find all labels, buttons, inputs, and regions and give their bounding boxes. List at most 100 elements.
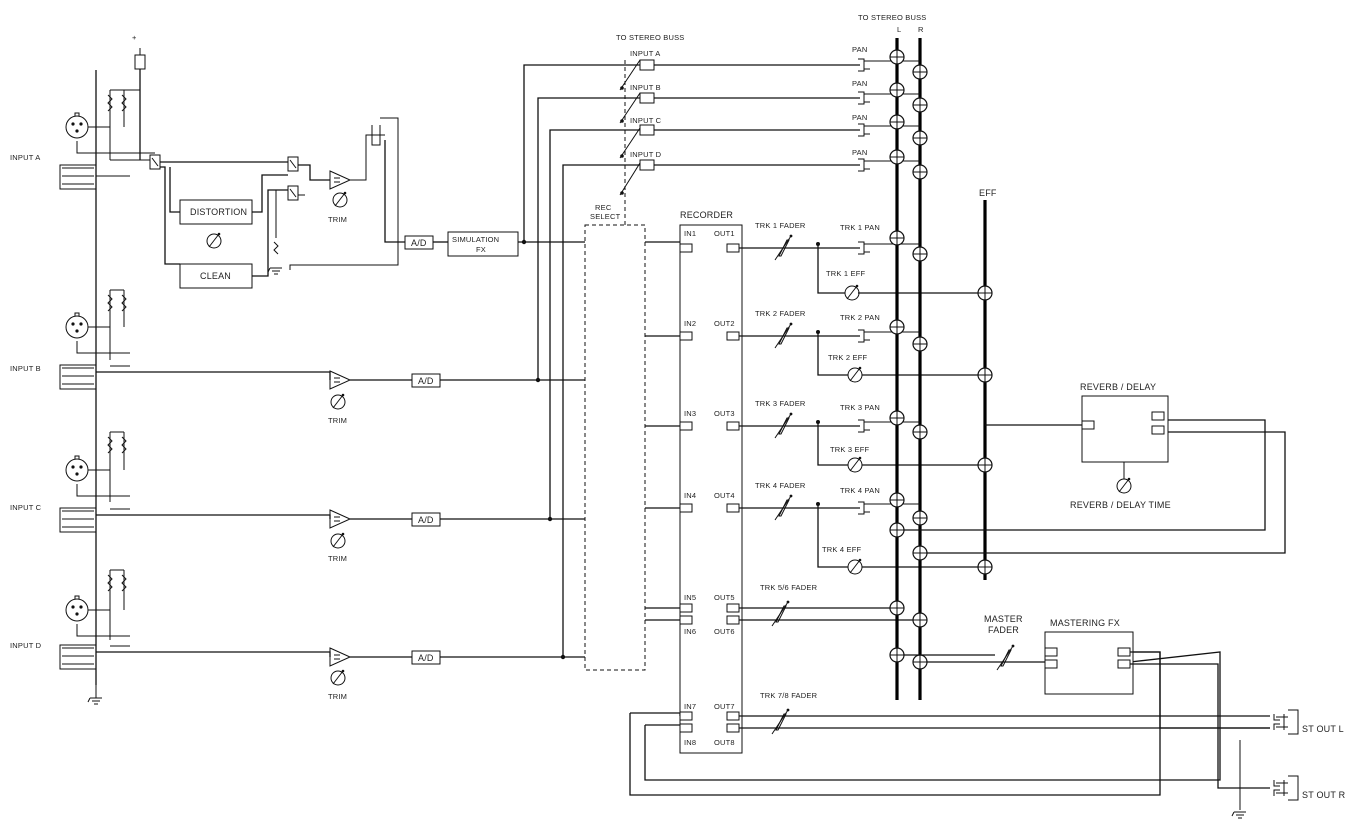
clean-block	[179, 263, 253, 289]
trim-b-label: TRIM	[328, 416, 347, 425]
trk56-fader-icon	[771, 600, 790, 627]
out2-label: OUT2	[714, 319, 735, 328]
input-d-label: INPUT D	[10, 641, 42, 650]
distortion-knob-icon	[206, 232, 222, 249]
master-section: MASTER FADER MASTERING FX	[984, 614, 1270, 789]
ad-a-label: A/D	[411, 238, 427, 248]
out6-label: OUT6	[714, 627, 735, 636]
trk2-pan-label: TRK 2 PAN	[840, 313, 880, 322]
trim-amp-a-icon	[329, 170, 351, 190]
distortion-label: DISTORTION	[190, 207, 247, 217]
pan-c-label: PAN	[852, 113, 867, 122]
trim-c-label: TRIM	[328, 554, 347, 563]
trim-knob-c-icon	[330, 532, 346, 549]
trk4-pan-label: TRK 4 PAN	[840, 486, 880, 495]
out4-label: OUT4	[714, 491, 735, 500]
in8-label: IN8	[684, 738, 696, 747]
trim-amp-b-icon	[329, 370, 351, 390]
stereo-buss: TO STEREO BUSS L R EFF	[858, 13, 1286, 700]
master-fader-line2: FADER	[988, 625, 1019, 635]
trk56-fader-label: TRK 5/6 FADER	[760, 583, 818, 592]
trk4-fader-label: TRK 4 FADER	[755, 481, 806, 490]
trk3-pan-label: TRK 3 PAN	[840, 403, 880, 412]
out3-label: OUT3	[714, 409, 735, 418]
trk1-fader-icon	[774, 234, 793, 261]
out1-label: OUT1	[714, 229, 735, 238]
trim-d-label: TRIM	[328, 692, 347, 701]
recorder-label: RECORDER	[680, 210, 733, 220]
in1-label: IN1	[684, 229, 696, 238]
recorder-box	[679, 224, 743, 754]
ad-c-label: A/D	[418, 515, 434, 525]
recorder: RECORDER IN1 IN2 IN3 IN4 IN5 IN6 IN7 IN8…	[679, 210, 743, 754]
rec-select-box	[584, 224, 646, 671]
trk3-eff-label: TRK 3 EFF	[830, 445, 870, 454]
xlr-input-d-icon	[65, 595, 89, 622]
rec-select-line2: SELECT	[590, 212, 621, 221]
trim-a-label: TRIM	[328, 215, 347, 224]
reverb-delay-time-label: REVERB / DELAY TIME	[1070, 500, 1171, 510]
out7-label: OUT7	[714, 702, 735, 711]
distortion-block	[179, 199, 253, 225]
to-stereo-buss-top-label: TO STEREO BUSS	[858, 13, 927, 22]
trk1-pan-label: TRK 1 PAN	[840, 223, 880, 232]
trk2-eff-label: TRK 2 EFF	[828, 353, 868, 362]
trim-knob-d-icon	[330, 669, 346, 686]
xlr-input-b-icon	[65, 312, 89, 339]
xlr-input-c-icon	[65, 455, 89, 482]
st-out-r-jack-icon	[1273, 775, 1299, 801]
mastering-fx-label: MASTERING FX	[1050, 618, 1120, 628]
in3-label: IN3	[684, 409, 696, 418]
eff-label: EFF	[979, 188, 997, 198]
simulation-fx-line2: FX	[476, 245, 486, 254]
pan-d-label: PAN	[852, 148, 867, 157]
sel-input-d-label: INPUT D	[630, 150, 662, 159]
trk1-eff-label: TRK 1 EFF	[826, 269, 866, 278]
input-b-label: INPUT B	[10, 364, 41, 373]
trim-amp-c-icon	[329, 509, 351, 529]
trk78-fader-label: TRK 7/8 FADER	[760, 691, 818, 700]
clean-label: CLEAN	[200, 271, 231, 281]
sel-input-c-label: INPUT C	[630, 116, 662, 125]
trim-knob-b-icon	[330, 393, 346, 410]
in4-label: IN4	[684, 491, 696, 500]
st-out-l-jack-icon	[1273, 709, 1299, 735]
trk2-fader-label: TRK 2 FADER	[755, 309, 806, 318]
bus-r-label: R	[918, 25, 924, 34]
trk4-eff-knob-icon	[847, 558, 863, 575]
trk1-fader-label: TRK 1 FADER	[755, 221, 806, 230]
bus-l-label: L	[897, 25, 901, 34]
in7-label: IN7	[684, 702, 696, 711]
trk2-eff-knob-icon	[847, 366, 863, 383]
input-section: + INPUT A DISTORTION CLEAN TRIM	[10, 33, 640, 705]
to-stereo-buss-left-label: TO STEREO BUSS	[616, 33, 685, 42]
trk3-eff-knob-icon	[847, 456, 863, 473]
trk4-fader-icon	[774, 494, 793, 521]
stereo-outputs: ST OUT L ST OUT R	[1231, 709, 1346, 819]
power-symbol: +	[132, 33, 137, 42]
st-out-r-label: ST OUT R	[1302, 790, 1346, 800]
in5-label: IN5	[684, 593, 696, 602]
trk3-fader-label: TRK 3 FADER	[755, 399, 806, 408]
master-fader-icon	[996, 644, 1015, 671]
st-out-l-label: ST OUT L	[1302, 724, 1344, 734]
rec-select-line1: REC	[595, 203, 612, 212]
reverb-delay-label: REVERB / DELAY	[1080, 382, 1156, 392]
ad-b-label: A/D	[418, 376, 434, 386]
pan-a-label: PAN	[852, 45, 867, 54]
pan-b-label: PAN	[852, 79, 867, 88]
simulation-fx-line1: SIMULATION	[452, 235, 499, 244]
sel-input-a-label: INPUT A	[630, 49, 660, 58]
xlr-input-a-icon	[65, 112, 89, 139]
master-fader-line1: MASTER	[984, 614, 1023, 624]
trk4-eff-label: TRK 4 EFF	[822, 545, 862, 554]
simulation-fx-block	[447, 231, 519, 257]
input-c-label: INPUT C	[10, 503, 42, 512]
in6-label: IN6	[684, 627, 696, 636]
sel-input-b-label: INPUT B	[630, 83, 661, 92]
trk1-eff-knob-icon	[844, 284, 860, 301]
out5-label: OUT5	[714, 593, 735, 602]
in2-label: IN2	[684, 319, 696, 328]
reverb-delay-time-knob-icon	[1116, 477, 1132, 494]
out8-label: OUT8	[714, 738, 735, 747]
